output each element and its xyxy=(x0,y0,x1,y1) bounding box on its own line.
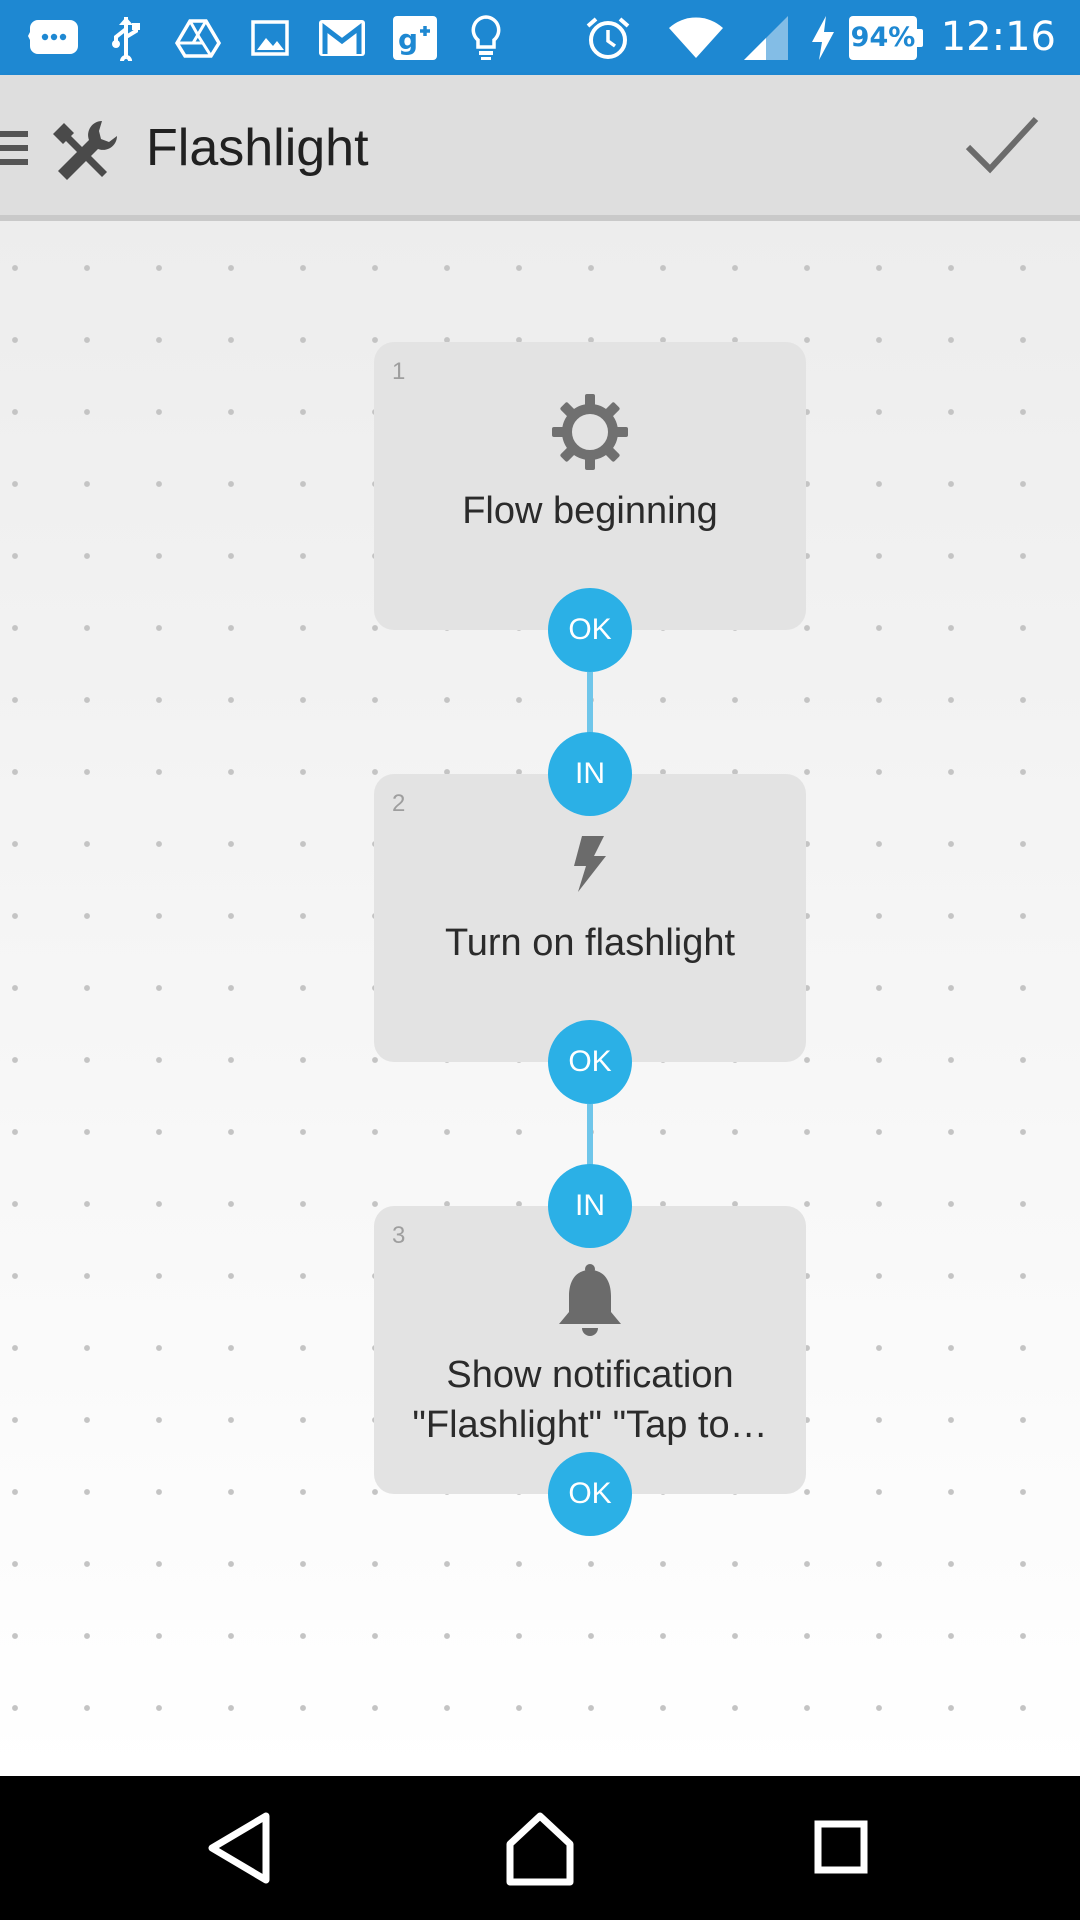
flow-block-1[interactable]: 1 Flow beginning xyxy=(374,342,806,630)
page-title: Flashlight xyxy=(146,119,369,177)
clock: 12:16 xyxy=(940,14,1056,60)
chat-bubble-icon xyxy=(28,0,80,75)
navigation-bar xyxy=(0,1776,1080,1920)
block-number: 3 xyxy=(392,1222,406,1249)
lightning-icon xyxy=(374,836,806,892)
recents-icon[interactable] xyxy=(800,1810,880,1886)
alarm-icon xyxy=(584,0,632,75)
gear-icon xyxy=(374,392,806,472)
connector-2-3 xyxy=(587,1104,593,1170)
battery-icon: 94% xyxy=(846,0,928,75)
google-plus-icon: g xyxy=(392,0,438,75)
status-bar: g 94% 12:16 xyxy=(0,0,1080,75)
tools-icon xyxy=(50,117,122,189)
home-icon[interactable] xyxy=(500,1810,580,1886)
gmail-icon xyxy=(318,0,366,75)
drive-icon xyxy=(174,0,222,75)
image-icon xyxy=(248,0,292,75)
flow-block-3[interactable]: 3 Show notification "Flashlight" "Tap to… xyxy=(374,1206,806,1494)
block-number: 2 xyxy=(392,790,406,817)
block-label: Flow beginning xyxy=(462,490,718,532)
ok-port-block-3[interactable]: OK xyxy=(548,1452,632,1536)
flow-block-2[interactable]: 2 Turn on flashlight xyxy=(374,774,806,1062)
block-label-line-2: "Flashlight" "Tap to… xyxy=(412,1404,768,1446)
drawer-icon[interactable] xyxy=(0,127,30,171)
toolbar: Flashlight xyxy=(0,75,1080,221)
block-label: Turn on flashlight xyxy=(444,922,736,964)
block-number: 1 xyxy=(392,358,406,385)
bell-icon xyxy=(374,1262,806,1338)
check-icon xyxy=(965,116,1039,174)
wifi-icon xyxy=(666,0,726,75)
confirm-button[interactable] xyxy=(964,113,1040,179)
lightbulb-icon xyxy=(466,0,506,75)
in-port-block-2[interactable]: IN xyxy=(548,732,632,816)
ok-port-block-2[interactable]: OK xyxy=(548,1020,632,1104)
svg-text:g: g xyxy=(398,23,418,56)
ok-port-block-1[interactable]: OK xyxy=(548,588,632,672)
in-port-block-3[interactable]: IN xyxy=(548,1164,632,1248)
connector-1-2 xyxy=(587,672,593,738)
battery-level: 94% xyxy=(850,22,916,53)
signal-icon xyxy=(740,0,792,75)
back-icon[interactable] xyxy=(200,1810,280,1886)
usb-icon xyxy=(106,0,146,75)
charging-icon xyxy=(808,0,838,75)
block-label-line-1: Show notification xyxy=(446,1354,734,1396)
